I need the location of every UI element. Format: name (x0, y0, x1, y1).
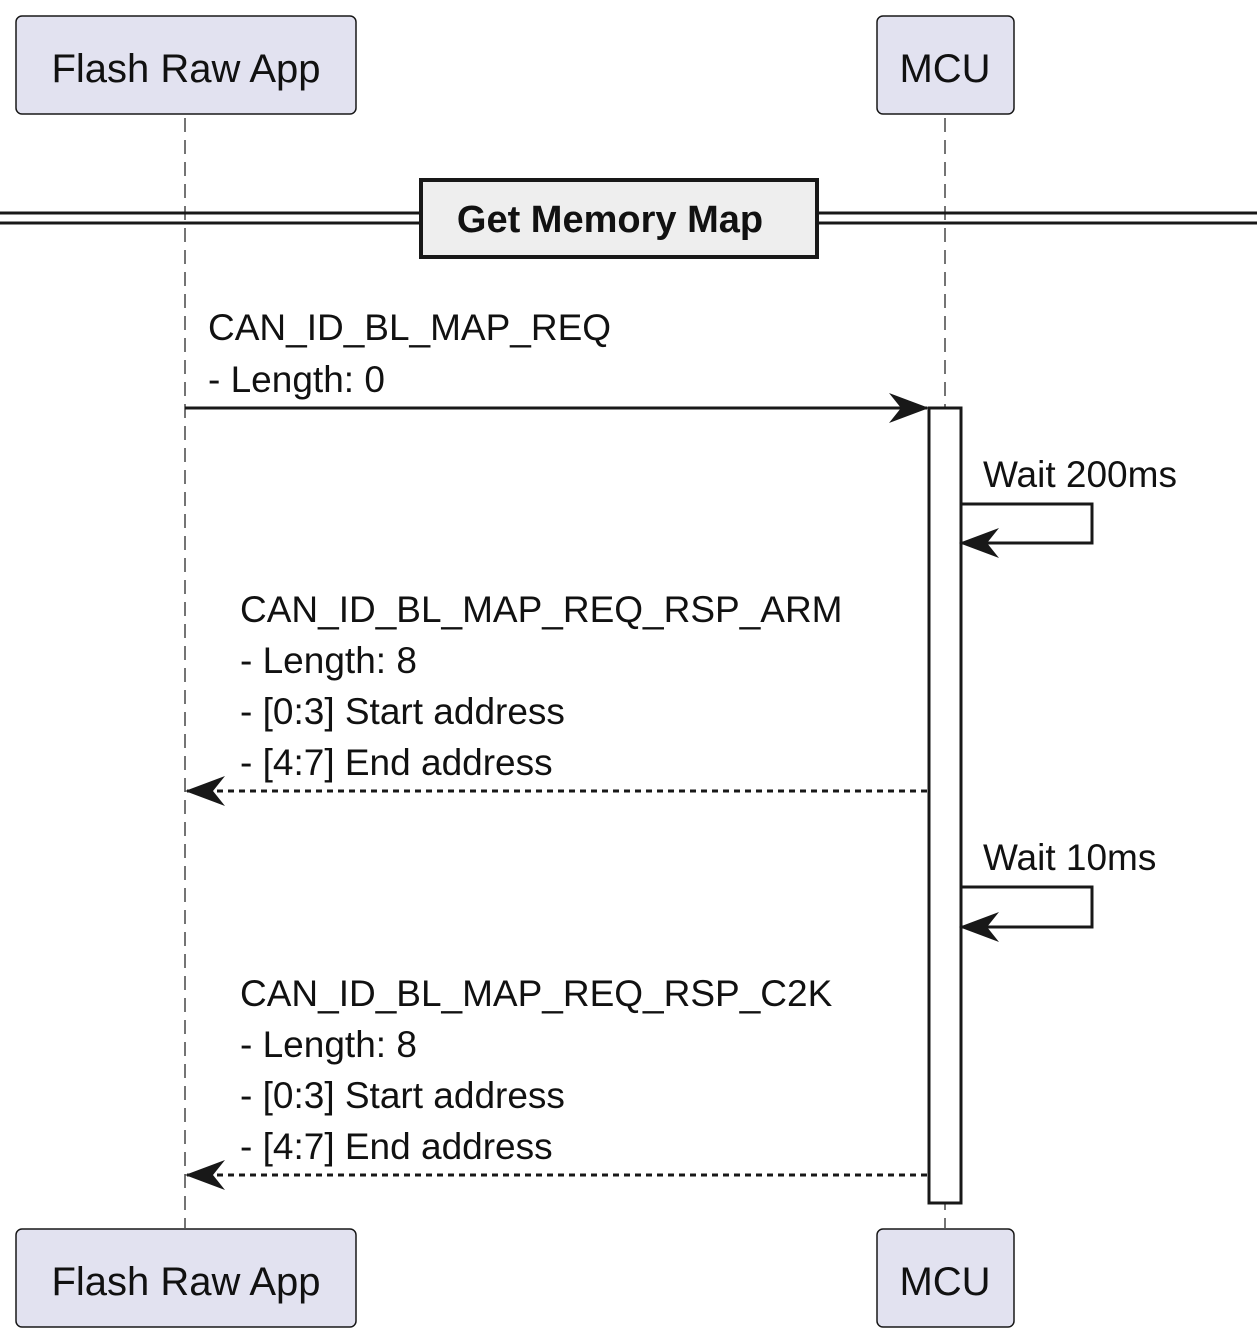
participant-label: MCU (899, 47, 990, 91)
message-map-rsp-c2k: CAN_ID_BL_MAP_REQ_RSP_C2K - Length: 8 - … (185, 973, 927, 1190)
participant-box (876, 15, 1015, 115)
participant-label: Flash Raw App (51, 1260, 320, 1304)
activation-bar-mcu (927, 406, 963, 1205)
participant-label: Flash Raw App (51, 47, 320, 91)
participant-box (15, 15, 357, 115)
message-arrow (959, 502, 1094, 558)
divider-box (419, 178, 819, 259)
divider-label: Get Memory Map (457, 199, 763, 241)
message-label: Wait 10ms (983, 837, 1156, 878)
message-label: CAN_ID_BL_MAP_REQ_RSP_C2K (240, 973, 833, 1014)
message-arrow (959, 885, 1094, 942)
participant-box (15, 1228, 357, 1328)
message-label: - [4:7] End address (240, 742, 553, 783)
message-map-rsp-arm: CAN_ID_BL_MAP_REQ_RSP_ARM - Length: 8 - … (185, 589, 927, 806)
message-label: CAN_ID_BL_MAP_REQ_RSP_ARM (240, 589, 843, 630)
participant-box (876, 1228, 1015, 1328)
message-label: - [0:3] Start address (240, 691, 565, 732)
message-label: - Length: 8 (240, 640, 417, 681)
message-label: CAN_ID_BL_MAP_REQ (208, 307, 611, 348)
message-label: - Length: 0 (208, 359, 385, 400)
message-label: - Length: 8 (240, 1024, 417, 1065)
participant-app-top: Flash Raw App (15, 15, 357, 115)
divider: Get Memory Map (0, 178, 1257, 259)
message-label: - [4:7] End address (240, 1126, 553, 1167)
participant-mcu-top: MCU (876, 15, 1015, 115)
participant-mcu-bottom: MCU (876, 1228, 1015, 1328)
message-label: Wait 200ms (983, 454, 1177, 495)
message-label: - [0:3] Start address (240, 1075, 565, 1116)
participant-app-bottom: Flash Raw App (15, 1228, 357, 1328)
message-self-wait-10: Wait 10ms (959, 837, 1156, 942)
message-map-req: CAN_ID_BL_MAP_REQ - Length: 0 (185, 307, 929, 423)
participant-label: MCU (899, 1260, 990, 1304)
message-self-wait-200: Wait 200ms (959, 454, 1177, 558)
